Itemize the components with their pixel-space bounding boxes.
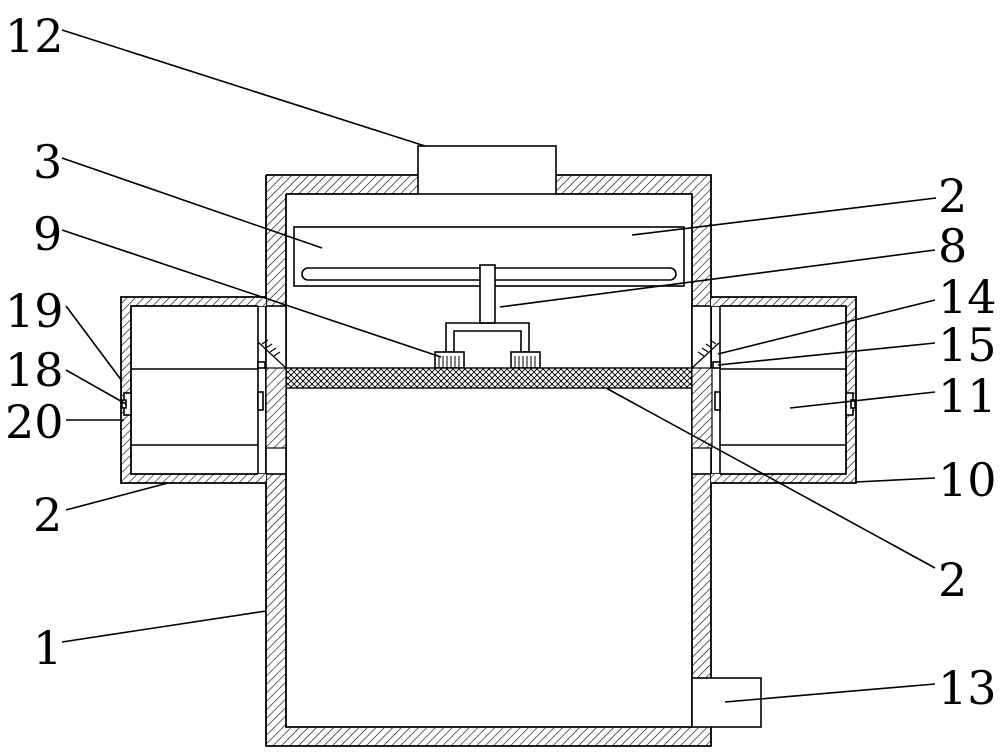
label-13: 13 [938, 661, 997, 715]
label-10: 10 [938, 453, 997, 507]
label-11: 11 [938, 369, 997, 423]
label-3: 3 [33, 135, 62, 189]
label-2-top-right: 2 [938, 169, 967, 223]
inner-rails [257, 305, 721, 475]
label-15: 15 [938, 318, 997, 372]
filter-mesh [285, 367, 693, 389]
right-side-box [711, 296, 857, 484]
label-19: 19 [5, 284, 64, 338]
label-12: 12 [5, 9, 64, 63]
label-14: 14 [938, 270, 997, 324]
top-motor-block [417, 145, 557, 195]
label-18: 18 [5, 343, 64, 397]
label-1: 1 [33, 621, 62, 675]
left-side-box [120, 296, 266, 484]
leader-lines [61, 29, 937, 703]
label-2-bottom-right: 2 [938, 553, 967, 607]
label-9: 9 [33, 207, 62, 261]
brush-assembly [434, 264, 541, 369]
callout-labels: 12 3 9 19 18 20 2 1 2 8 14 15 11 10 2 13 [5, 9, 997, 715]
label-8: 8 [938, 219, 967, 273]
label-20: 20 [5, 395, 64, 449]
label-2-left: 2 [33, 488, 62, 542]
main-housing [265, 174, 712, 747]
